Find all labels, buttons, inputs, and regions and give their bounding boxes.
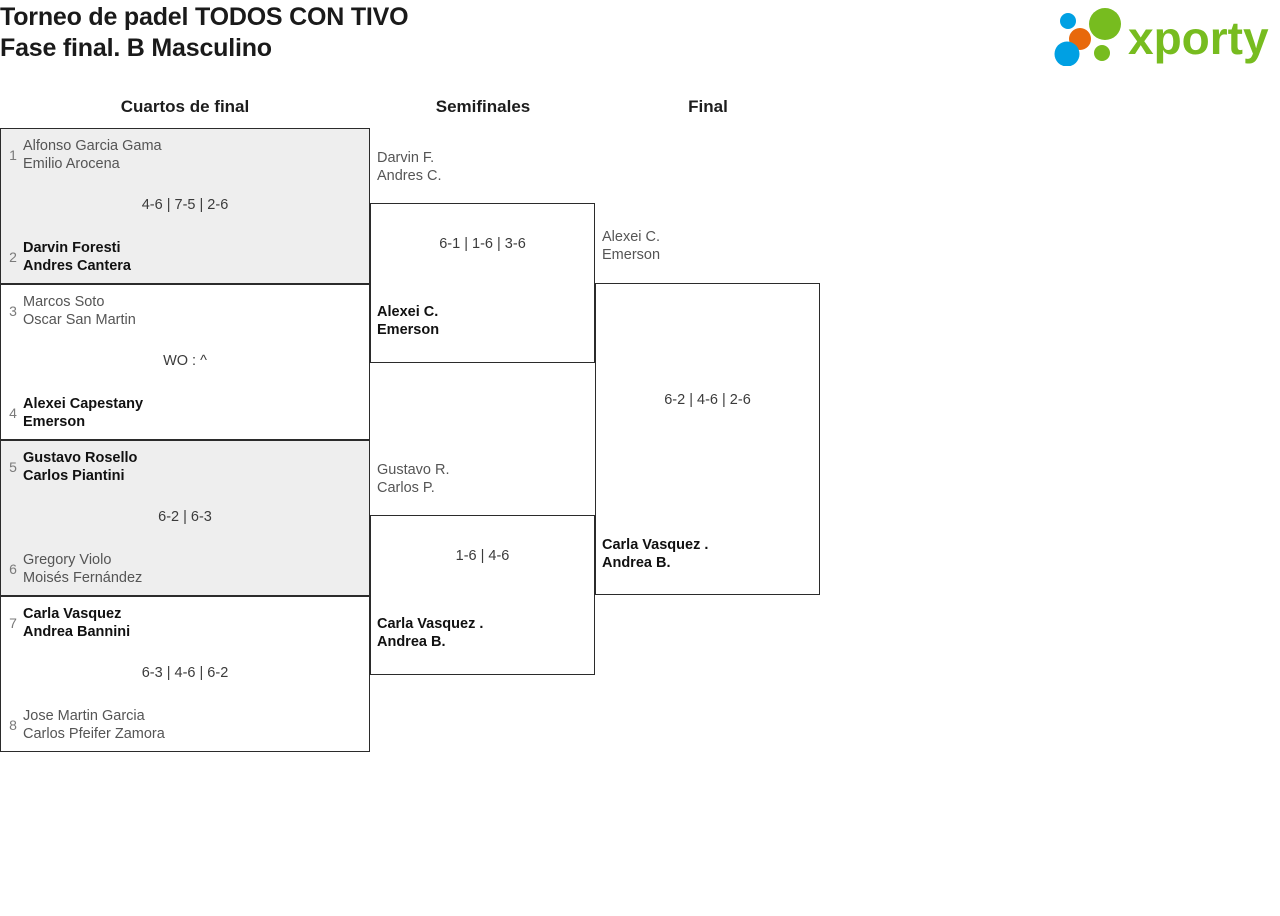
team-names: Jose Martin Garcia Carlos Pfeifer Zamora: [23, 707, 165, 743]
match-quarterfinal-3[interactable]: 5 Gustavo Rosello Carlos Piantini 6-2 | …: [0, 440, 370, 596]
player-name: Gustavo R.: [377, 462, 450, 478]
team-names: Carla Vasquez Andrea Bannini: [23, 605, 130, 641]
player-name: Carla Vasquez .: [602, 537, 709, 553]
round-header-quarterfinals: Cuartos de final: [120, 97, 250, 116]
player-name: Emerson: [602, 247, 661, 263]
team-slot[interactable]: 2 Darvin Foresti Andres Cantera: [3, 239, 131, 275]
match-score: 6-1 | 1-6 | 3-6: [439, 236, 526, 252]
match-semifinal-2[interactable]: Gustavo R. Carlos P. 1-6 | 4-6 Carla Vas…: [370, 462, 595, 675]
team-names: Alexei Capestany Emerson: [23, 395, 143, 431]
player-name: Gregory Violo: [23, 552, 112, 568]
match-semifinal-1[interactable]: Darvin F. Andres C. 6-1 | 1-6 | 3-6 Alex…: [370, 150, 595, 363]
player-name: Jose Martin Garcia: [23, 708, 145, 724]
team-names: Marcos Soto Oscar San Martin: [23, 293, 136, 329]
page-title: Torneo de padel TODOS CON TIVO Fase fina…: [0, 2, 900, 64]
player-name: Darvin F.: [377, 150, 435, 166]
team-names: Gustavo Rosello Carlos Piantini: [23, 449, 137, 485]
team-slot[interactable]: Carla Vasquez . Andrea B.: [602, 536, 708, 572]
seed-number: 7: [9, 615, 17, 631]
player-name: Alexei C.: [377, 304, 439, 320]
player-name: Andrea B.: [602, 555, 671, 571]
round-header-semifinals: Semifinales: [435, 97, 531, 116]
round-header-final: Final: [688, 97, 728, 116]
player-name: Marcos Soto: [23, 294, 105, 310]
player-name: Andrea Bannini: [23, 624, 131, 640]
player-name: Carlos Piantini: [23, 468, 125, 484]
xporty-logo[interactable]: xporty: [1050, 6, 1276, 66]
match-final[interactable]: Alexei C. Emerson 6-2 | 4-6 | 2-6 Carla …: [595, 229, 820, 595]
player-name: Andres Cantera: [23, 258, 131, 274]
seed-number: 6: [9, 561, 17, 577]
match-quarterfinal-1[interactable]: 1 Alfonso Garcia Gama Emilio Arocena 4-6…: [0, 128, 370, 284]
match-quarterfinal-4[interactable]: 7 Carla Vasquez Andrea Bannini 6-3 | 4-6…: [0, 596, 370, 752]
match-score: WO : ^: [163, 353, 207, 369]
seed-number: 4: [9, 405, 17, 421]
tournament-name: Torneo de padel TODOS CON TIVO: [0, 3, 409, 31]
tournament-phase: Fase final. B Masculino: [0, 34, 272, 62]
team-names: Gregory Violo Moisés Fernández: [23, 551, 142, 587]
match-quarterfinal-2[interactable]: 3 Marcos Soto Oscar San Martin WO : ^ 4 …: [0, 284, 370, 440]
player-name: Gustavo Rosello: [23, 450, 138, 466]
team-names: Alfonso Garcia Gama Emilio Arocena: [23, 137, 162, 173]
match-score: 1-6 | 4-6: [455, 548, 510, 564]
team-slot[interactable]: 5 Gustavo Rosello Carlos Piantini: [3, 449, 137, 485]
team-slot[interactable]: Alexei C. Emerson: [602, 228, 660, 264]
team-slot[interactable]: 1 Alfonso Garcia Gama Emilio Arocena: [3, 137, 162, 173]
team-slot[interactable]: 8 Jose Martin Garcia Carlos Pfeifer Zamo…: [3, 707, 165, 743]
player-name: Alexei C.: [602, 229, 661, 245]
player-name: Emerson: [23, 414, 86, 430]
team-slot[interactable]: 4 Alexei Capestany Emerson: [3, 395, 143, 431]
player-name: Emilio Arocena: [23, 156, 120, 172]
team-slot[interactable]: Gustavo R. Carlos P.: [377, 461, 450, 497]
team-slot[interactable]: Alexei C. Emerson: [377, 303, 439, 339]
player-name: Emerson: [377, 322, 440, 338]
team-slot[interactable]: Darvin F. Andres C.: [377, 149, 441, 185]
player-name: Carlos Pfeifer Zamora: [23, 726, 165, 742]
team-slot[interactable]: 6 Gregory Violo Moisés Fernández: [3, 551, 142, 587]
team-names: Darvin Foresti Andres Cantera: [23, 239, 131, 275]
seed-number: 8: [9, 717, 17, 733]
player-name: Oscar San Martin: [23, 312, 136, 328]
player-name: Alexei Capestany: [23, 396, 144, 412]
team-slot[interactable]: Carla Vasquez . Andrea B.: [377, 615, 483, 651]
player-name: Darvin Foresti: [23, 240, 121, 256]
player-name: Carlos P.: [377, 480, 435, 496]
match-score: 4-6 | 7-5 | 2-6: [141, 197, 229, 213]
match-score: 6-3 | 4-6 | 6-2: [141, 665, 229, 681]
team-names: Carla Vasquez . Andrea B.: [377, 615, 483, 651]
seed-number: 5: [9, 459, 17, 475]
player-name: Andres C.: [377, 168, 442, 184]
logo-dot-green-large: [1089, 8, 1121, 40]
player-name: Alfonso Garcia Gama: [23, 138, 162, 154]
player-name: Moisés Fernández: [23, 570, 143, 586]
match-score: 6-2 | 6-3: [158, 509, 212, 525]
team-names: Carla Vasquez . Andrea B.: [602, 536, 708, 572]
seed-number: 2: [9, 249, 17, 265]
seed-number: 1: [9, 147, 17, 163]
seed-number: 3: [9, 303, 17, 319]
player-name: Carla Vasquez .: [377, 616, 484, 632]
player-name: Andrea B.: [377, 634, 446, 650]
match-score: 6-2 | 4-6 | 2-6: [664, 392, 751, 408]
team-names: Alexei C. Emerson: [602, 228, 660, 264]
player-name: Carla Vasquez: [23, 606, 122, 622]
team-names: Darvin F. Andres C.: [377, 149, 441, 185]
logo-dot-blue-small: [1060, 13, 1076, 29]
logo-wordmark: xporty: [1128, 12, 1269, 64]
team-slot[interactable]: 7 Carla Vasquez Andrea Bannini: [3, 605, 130, 641]
team-names: Gustavo R. Carlos P.: [377, 461, 450, 497]
team-slot[interactable]: 3 Marcos Soto Oscar San Martin: [3, 293, 136, 329]
logo-dot-green-small: [1094, 45, 1110, 61]
team-names: Alexei C. Emerson: [377, 303, 439, 339]
logo-dot-blue-large: [1054, 41, 1080, 66]
